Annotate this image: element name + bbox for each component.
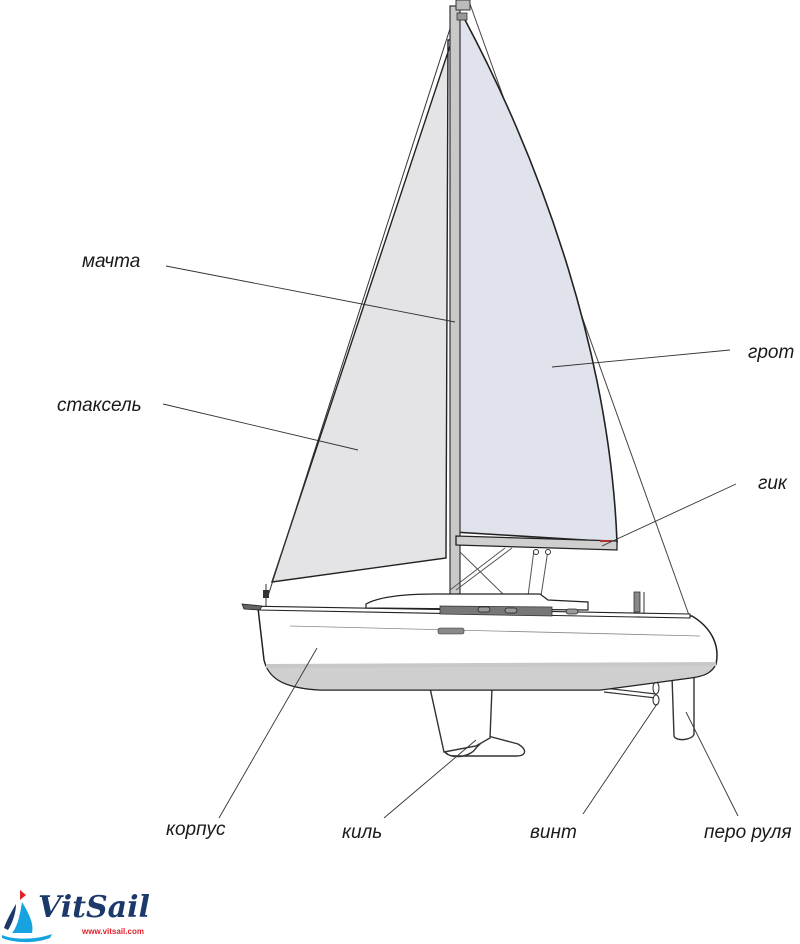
label-jib: стаксель [57,395,142,416]
label-propeller: винт [530,822,577,843]
leader-lines [162,265,739,819]
label-rudder: перо руля [704,822,792,843]
forestay [267,9,457,597]
sailboat-logo-icon [2,890,52,943]
cabin [365,593,589,611]
mainsail [453,16,618,543]
mast [449,5,461,601]
hull-bottom [265,663,717,691]
boom [455,535,618,551]
mast-top [455,0,471,11]
label-hull: корпус [166,819,226,840]
label-mainsail: грот [748,342,795,363]
logo-name: VitSail [38,890,150,925]
jib-sail [270,39,453,583]
rudder [671,673,695,741]
label-boom: гик [758,473,787,494]
keel [429,687,526,758]
label-mast: мачта [82,251,141,272]
mast-fitting [456,12,468,21]
logo-url: www.vitsail.com [82,927,144,936]
propeller [652,681,660,706]
label-keel: киль [342,822,383,843]
